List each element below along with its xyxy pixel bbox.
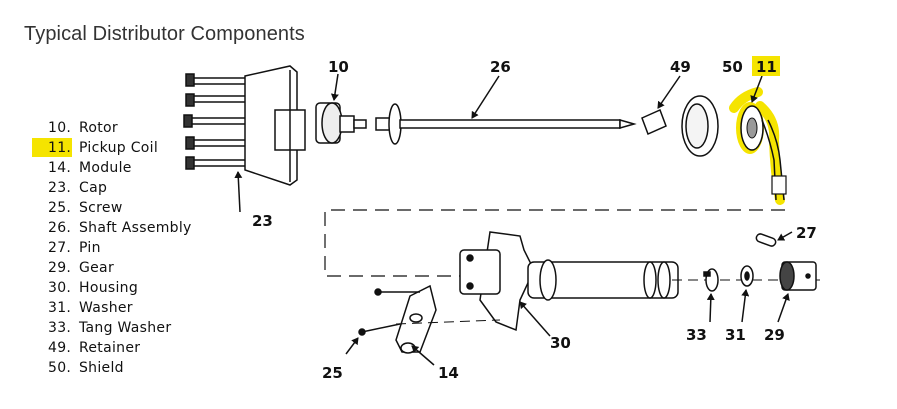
legend-label: Washer [79,300,133,316]
pickup-coil-part [729,87,787,205]
callout-50: 50 [722,58,743,76]
tang-washer-part [703,268,719,292]
legend-num: 23. [48,180,71,196]
legend-label: Tang Washer [78,320,171,336]
legend-item: 14. Module [48,160,132,176]
callout-27: 27 [796,224,817,242]
callout-49: 49 [670,58,691,76]
callout-31: 31 [725,326,746,344]
legend-item: 33. Tang Washer [48,320,171,336]
callout-26: 26 [490,58,511,76]
legend-label: Screw [79,200,123,216]
legend-item: 11. Pickup Coil [48,140,158,156]
cap-part [183,65,306,186]
legend-num: 29. [48,260,71,276]
legend-label: Module [79,160,132,176]
legend-num: 31. [48,300,71,316]
legend-num: 33. [48,320,71,336]
legend-label: Shield [79,360,124,376]
legend-num: 25. [48,200,71,216]
callout-30: 30 [550,334,571,352]
callout-10: 10 [328,58,349,76]
pin-part [755,233,777,247]
shaft-part [375,103,637,145]
callout-11: 11 [756,58,777,76]
legend-label: Shaft Assembly [79,220,192,236]
legend-item: 31. Washer [48,300,133,316]
screw-part [358,323,401,336]
legend-item: 30. Housing [48,280,138,296]
legend-item: 23. Cap [48,180,107,196]
washer-part [740,265,754,287]
callout-23: 23 [252,212,273,230]
callout-25: 25 [322,364,343,382]
legend-label: Pickup Coil [79,140,158,156]
callout-14: 14 [438,364,459,382]
module-part [374,284,437,354]
callout-33: 33 [686,326,707,344]
legend-item: 50. Shield [48,360,124,376]
legend-item: 27. Pin [48,240,101,256]
legend-num: 11. [48,140,71,156]
legend-item: 29. Gear [48,260,114,276]
legend-item: 10. Rotor [48,120,118,136]
page-title: Typical Distributor Components [24,23,305,46]
legend-label: Housing [79,280,138,296]
legend-num: 14. [48,160,71,176]
rotor-part [315,102,367,144]
legend: 10. Rotor 11. Pickup Coil 14. Module 23. Cap… [48,120,192,376]
legend-item: 49. Retainer [48,340,140,356]
legend-label: Pin [79,240,101,256]
legend-item: 26. Shaft Assembly [48,220,192,236]
legend-highlight [32,138,72,157]
legend-num: 27. [48,240,71,256]
shield-part [681,95,719,157]
legend-num: 50. [48,360,71,376]
retainer-part [641,108,667,136]
legend-num: 10. [48,120,71,136]
center-line [324,209,785,277]
housing-part [459,231,679,332]
legend-label: Retainer [79,340,140,356]
legend-num: 49. [48,340,71,356]
legend-num: 30. [48,280,71,296]
legend-label: Rotor [79,120,118,136]
legend-label: Cap [79,180,107,196]
callouts: 10 26 49 50 11 23 27 30 33 31 29 25 14 [252,56,817,382]
legend-num: 26. [48,220,71,236]
legend-label: Gear [79,260,114,276]
callout-11-highlight [752,56,780,76]
callout-29: 29 [764,326,785,344]
gear-part [779,261,817,291]
legend-item: 25. Screw [48,200,123,216]
